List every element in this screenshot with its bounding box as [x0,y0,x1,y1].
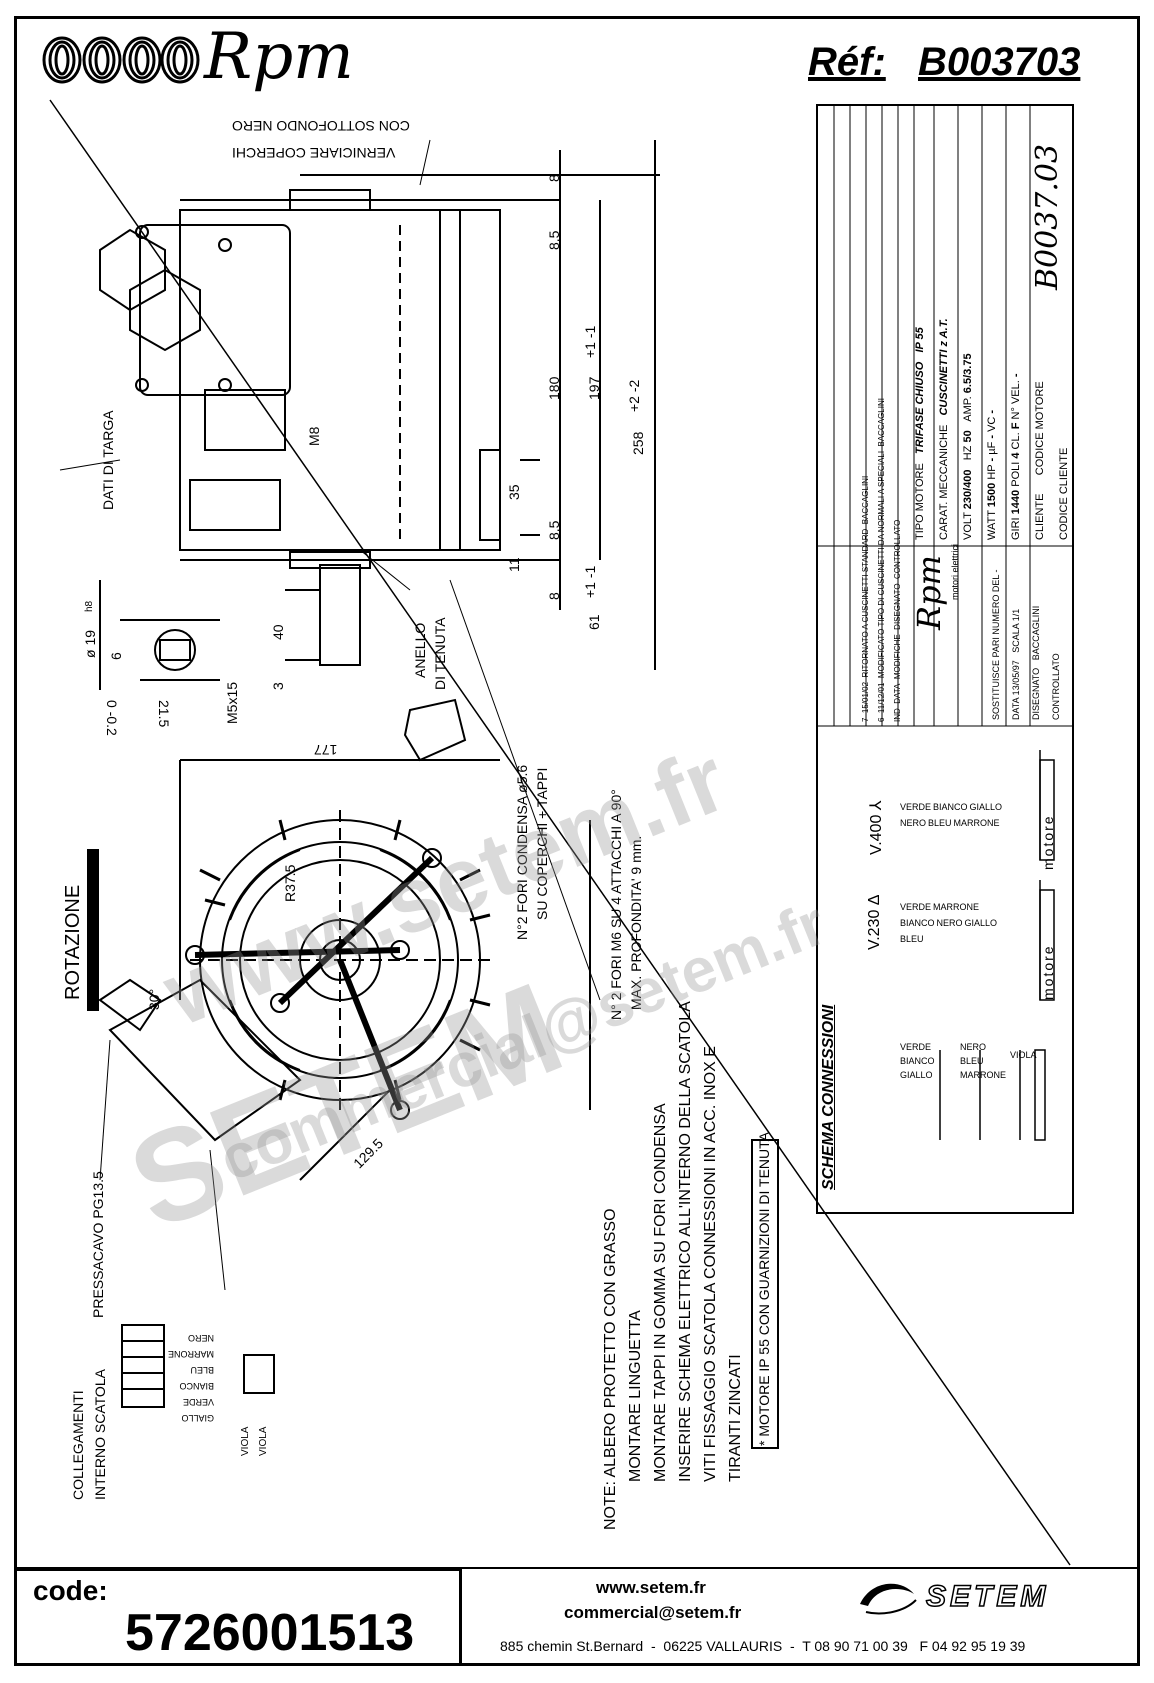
condensation-holes-label: N°2 FORI CONDENSA ø5.6 [514,764,530,940]
footer-address: 885 chemin St.Bernard - 06225 VALLAURIS … [500,1638,1026,1654]
dim-40: 40 [270,624,286,640]
code-box: code: 5726001513 [14,1568,462,1666]
dim-8-5-top: 8.5 [546,230,562,250]
dim-m5x15: M5x15 [224,681,240,724]
dim-21-5: 21.5 [156,700,172,728]
dim-180: 180 [546,376,562,400]
code-label: code: [33,1575,108,1606]
paint-note-line2: CON SOTTOFONDO NERO [232,118,410,134]
footer-email[interactable]: commercial@setem.fr [564,1603,742,1622]
covers-plugs-label: SU COPERCHI + TAPPI [534,767,550,920]
brand-logo: Rpm [204,20,354,94]
cable-gland-label: PRESSACAVO PG13.5 [90,1171,106,1318]
title-block [816,104,1074,1214]
internal-connections-subtitle: INTERNO SCATOLA [92,1369,108,1500]
assembly-notes: NOTE: ALBERO PROTETTO CON GRASSO MONTARE… [598,1001,748,1530]
footer-website[interactable]: www.setem.fr [596,1578,706,1597]
reference-value: B003703 [918,40,1081,84]
title-block-company-sub: motori elettrici [950,543,960,600]
ip55-note-box: * MOTORE IP 55 CON GUARNIZIONI DI TENUTA [756,1131,772,1446]
drawing-info: SOSTITUISCE PARI NUMERO DEL - DATA 13/05… [991,569,1061,720]
dim-8-bottom: 8 [546,592,562,600]
reference-label: Réf: [808,40,886,84]
motor-code: B0037.03 [1030,143,1065,290]
revision-header: IND DATA MODIFICHE DISEGNATO CONTROLLATO [893,519,902,722]
motor-specs: TIPO MOTORE TRIFASE CHIUSO IP 55 CARAT. … [914,318,1070,540]
code-value: 5726001513 [125,1604,415,1662]
revision-row: 6 11/12/01 MODIFICATO TIPO DI CUSCINETTI… [877,398,886,722]
mounting-holes-label: N° 2 FORI M6 SU 4 ATTACCHI A 90° [608,789,624,1020]
terminal-box-side [139,224,291,396]
max-depth-label: MAX. PROFONDITA' 9 mm. [628,835,644,1010]
dim-35: 35 [506,484,522,500]
dim-197-tol: +1 -1 [582,325,598,358]
paint-note-line1: VERNICIARE COPERCHI [232,145,396,161]
dim-m8: M8 [306,426,322,446]
dim-61-tol: +1 -1 [582,565,598,598]
dim-61: 61 [586,614,602,630]
title-block-company: Rpm [910,555,948,630]
note-line: MONTARE TAPPI IN GOMMA SU FORI CONDENSA [652,1103,669,1482]
dim-8-top: 8 [546,174,562,182]
note-line: NOTE: ALBERO PROTETTO CON GRASSO [602,1208,619,1530]
dim-21-5-tol: 0 -0.2 [104,700,120,736]
dim-258-tol: +2 -2 [626,379,642,412]
dim-258: 258 [630,431,646,455]
terminal-viola-label: VIOLA [240,1426,251,1456]
dim-shaft-diameter: ø 19 [82,629,98,658]
terminal-box-front [108,978,302,1142]
nameplate-label: DATI DI TARGA [100,410,116,510]
dim-r37-5: R37.5 [282,864,298,902]
setem-swoosh-icon [860,1583,917,1615]
terminal-wire-labels: NERO MARRONE BLEU BIANCO VERDE GIALLO [168,1333,215,1423]
seal-ring-label: ANELLO [412,622,428,678]
dim-177: 177 [314,742,338,758]
note-line: VITI FISSAGGIO SCATOLA CONNESSIONI IN AC… [702,1046,719,1482]
dim-6: 6 [108,652,124,660]
dim-197: 197 [586,376,602,400]
revision-row: 7 15/01/02 RITORNATO A CUSCINETTI STANDA… [861,475,870,722]
schema-viola-label: VIOLA [1010,1050,1037,1060]
footer-brand: SETEM [925,1579,1050,1614]
terminal-viola-label-2: VIOLA [258,1426,269,1456]
revision-table: 7 15/01/02 RITORNATO A CUSCINETTI STANDA… [858,398,906,722]
note-line: INSERIRE SCHEMA ELETTRICO ALL'INTERNO DE… [677,1001,694,1482]
drawing-frame [14,16,1140,1666]
note-line: MONTARE LINGUETTA [627,1310,644,1482]
rotation-label: ROTAZIONE [62,884,84,1000]
dim-3: 3 [270,682,286,690]
note-line: TIRANTI ZINCATI [727,1354,744,1482]
dim-30-degree: 30° [146,988,162,1010]
rpm-coil-logo-icon [42,36,200,84]
title-block-grid [818,106,1072,727]
seal-ring-label-2: DI TENUTA [432,617,448,690]
dim-11: 11 [506,557,522,572]
internal-connections-title: COLLEGAMENTI [70,1390,86,1500]
connection-diagram [939,750,1055,1141]
dim-8-5-bottom: 8.5 [546,520,562,540]
